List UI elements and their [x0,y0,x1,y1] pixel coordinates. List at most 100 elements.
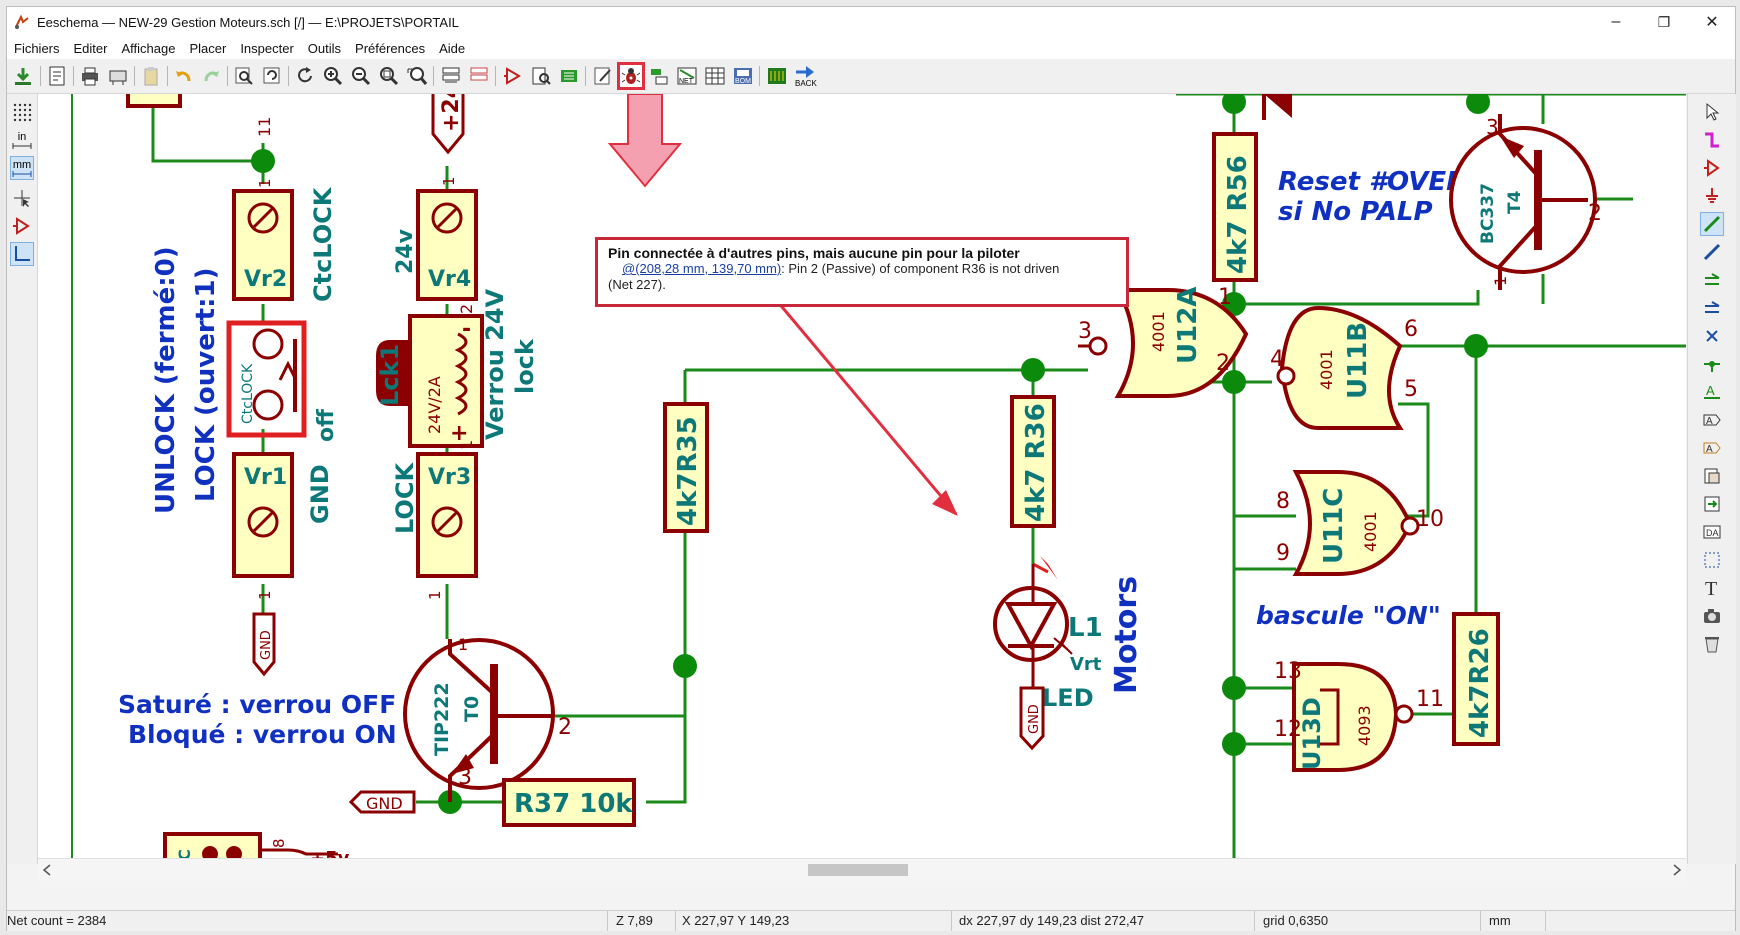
svg-text:1: 1 [457,440,476,450]
title-bar: Eeschema — NEW-29 Gestion Moteurs.sch [/… [7,7,1735,37]
menu-preferences[interactable]: Préférences [355,40,426,56]
add-global-label-icon[interactable]: A [1700,408,1724,432]
redraw-icon[interactable] [293,64,317,88]
menu-placer[interactable]: Placer [189,40,227,56]
menu-aide[interactable]: Aide [439,40,466,56]
bascule-note: bascule "ON" [1256,601,1441,630]
plus24-label: +24 [439,94,464,132]
hierarchy-navigator-icon[interactable] [439,64,463,88]
menu-inspecter[interactable]: Inspecter [240,40,294,56]
find-replace-icon[interactable] [260,64,284,88]
paste-icon[interactable] [139,64,163,88]
schematic-canvas[interactable]: 11 +24 Vr2 1 CtcLOCK CtcLOCK off UNLOCK … [38,94,1686,858]
zoom-in-icon[interactable] [321,64,345,88]
unlock-note: UNLOCK (fermé:0) [151,246,181,514]
find-icon[interactable] [232,64,256,88]
add-graphic-line-icon[interactable] [1700,548,1724,572]
add-hier-sheet-icon[interactable] [1700,464,1724,488]
print-icon[interactable] [78,64,102,88]
plus24-power-symbol [431,94,465,155]
zoom-selection-icon[interactable] [405,64,429,88]
add-text-icon[interactable]: T [1700,576,1724,600]
add-wire-icon[interactable] [1700,212,1724,236]
units-inch-button[interactable]: in [10,128,34,152]
svg-text:5: 5 [1404,377,1418,402]
svg-text:6: 6 [1404,317,1418,342]
select-arrow-icon[interactable] [1700,100,1724,124]
cursor-shape-icon[interactable] [10,186,34,210]
v24-text: 24v [393,228,418,274]
u11c-label: U11C [1319,488,1349,564]
fields-table-icon[interactable] [703,64,727,88]
netlist-icon[interactable]: NET [675,64,699,88]
pcbnew-icon[interactable] [765,64,789,88]
zoom-fit-icon[interactable] [377,64,401,88]
wire-to-bus-entry-icon[interactable] [1700,268,1724,292]
svg-text:GND: GND [366,794,403,813]
orthogonal-wire-icon[interactable] [10,242,34,266]
menu-affichage[interactable]: Affichage [121,40,176,56]
assign-footprints-icon[interactable] [647,64,671,88]
no-connect-icon[interactable] [1700,324,1724,348]
highlight-net-icon[interactable] [1700,128,1724,152]
bom-icon[interactable]: BOM [731,64,755,88]
add-junction-icon[interactable] [1700,352,1724,376]
save-icon[interactable] [11,64,35,88]
close-button[interactable]: ✕ [1705,14,1719,31]
import-sheet-pin-icon[interactable] [1700,492,1724,516]
junctions [251,94,1490,814]
add-bus-icon[interactable] [1700,240,1724,264]
units-mm-button[interactable]: mm [10,156,34,180]
leave-sheet-icon[interactable] [467,64,491,88]
symbol-editor-icon[interactable] [501,64,525,88]
units-mm-label: mm [12,159,32,171]
svg-text:GND: GND [1027,704,1042,734]
svg-text:2: 2 [558,715,572,740]
menu-bar: Fichiers Editer Affichage Placer Inspect… [7,37,1735,59]
plot-icon[interactable] [106,64,130,88]
status-bar: Net count = 2384 Z 7,89 X 227,97 Y 149,2… [7,910,1735,931]
menu-outils[interactable]: Outils [307,40,342,56]
edit-fields-icon[interactable] [591,64,615,88]
undo-icon[interactable] [172,64,196,88]
window-title: Eeschema — NEW-29 Gestion Moteurs.sch [/… [37,14,459,30]
vrt-label: Vrt [1070,654,1102,675]
lck1-label: Lck1 [376,344,404,406]
erc-bug-icon[interactable] [617,62,645,90]
add-sheet-pin-icon[interactable]: DA [1700,520,1724,544]
add-hier-label-icon[interactable]: A [1700,436,1724,460]
menu-editer[interactable]: Editer [73,40,108,56]
grid-toggle-icon[interactable] [10,100,34,124]
u12a-gate [1114,288,1249,398]
svg-text:13: 13 [1274,659,1302,684]
svg-text:3: 3 [1486,115,1499,139]
hidden-pins-icon[interactable] [10,214,34,238]
maximize-button[interactable]: ❐ [1657,13,1671,30]
r37-label: R37 10k [514,789,633,819]
svg-text:12: 12 [1274,717,1302,742]
gnd-power-symbol [252,612,276,677]
bus-to-bus-entry-icon[interactable] [1700,296,1724,320]
delete-icon[interactable] [1700,632,1724,656]
horizontal-scrollbar[interactable] [38,858,1686,881]
tooltip-location-link[interactable]: @(208,28 mm, 139,70 mm) [622,261,782,276]
u11b-gate [1279,305,1404,431]
r56-label: 4k7 R56 [1223,155,1253,274]
zoom-out-icon[interactable] [349,64,373,88]
svg-text:9: 9 [1276,541,1290,566]
page-settings-icon[interactable] [45,64,69,88]
annotate-icon[interactable] [557,64,581,88]
redo-icon[interactable] [199,64,223,88]
svg-text:4093: 4093 [1355,705,1374,746]
lck1-relay-symbol [408,314,484,448]
add-label-icon[interactable]: A [1700,380,1724,404]
add-symbol-icon[interactable] [1700,156,1724,180]
vr3-label: Vr3 [428,465,471,490]
add-image-icon[interactable] [1700,604,1724,628]
symbol-browser-icon[interactable] [529,64,553,88]
add-power-icon[interactable] [1700,184,1724,208]
r36-resistor [1010,395,1056,528]
minimize-button[interactable]: – [1611,13,1621,30]
menu-fichiers[interactable]: Fichiers [14,40,60,56]
back-annotate-icon[interactable]: BACK [791,64,821,88]
